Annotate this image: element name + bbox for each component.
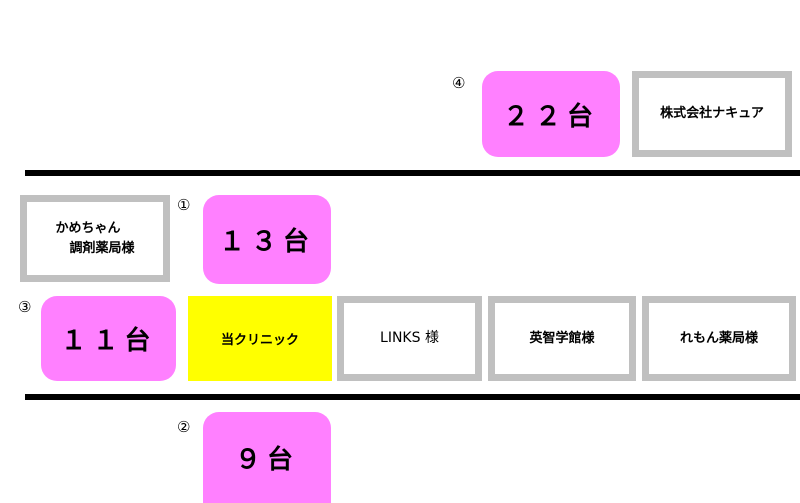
road-upper bbox=[25, 170, 800, 176]
parking-lot-3[interactable]: １１台 bbox=[41, 296, 176, 381]
building-remon: れもん薬局様 bbox=[642, 296, 796, 381]
building-kamechan: かめちゃん 調剤薬局様 bbox=[20, 195, 170, 282]
parking-lot-2-capacity: ９台 bbox=[234, 445, 299, 475]
building-links: LINKS 様 bbox=[337, 296, 482, 381]
parking-lot-4[interactable]: ２２台 bbox=[482, 71, 620, 157]
building-kamechan-label-1: かめちゃん bbox=[55, 221, 121, 236]
parking-1-marker: ① bbox=[177, 196, 191, 214]
parking-3-marker: ③ bbox=[18, 298, 32, 316]
building-eichi-label: 英智学館様 bbox=[529, 330, 595, 346]
parking-lot-3-capacity: １１台 bbox=[60, 326, 157, 356]
building-eichi: 英智学館様 bbox=[488, 296, 636, 381]
parking-lot-4-capacity: ２２台 bbox=[502, 101, 599, 132]
building-kamechan-label-2: 調剤薬局様 bbox=[69, 240, 135, 256]
parking-lot-2[interactable]: ９台 bbox=[203, 412, 331, 503]
road-lower bbox=[25, 394, 800, 400]
parking-lot-1-capacity: １３台 bbox=[218, 227, 315, 257]
parking-4-marker: ④ bbox=[452, 74, 466, 92]
parking-lot-1[interactable]: １３台 bbox=[203, 195, 331, 284]
building-remon-label: れもん薬局様 bbox=[679, 330, 758, 346]
parking-2-marker: ② bbox=[177, 418, 191, 436]
clinic-building: 当クリニック bbox=[188, 296, 332, 381]
building-links-label: LINKS 様 bbox=[380, 330, 439, 346]
building-nakyua: 株式会社ナキュア bbox=[632, 71, 792, 157]
clinic-label: 当クリニック bbox=[220, 333, 299, 348]
building-nakyua-label: 株式会社ナキュア bbox=[660, 106, 764, 122]
